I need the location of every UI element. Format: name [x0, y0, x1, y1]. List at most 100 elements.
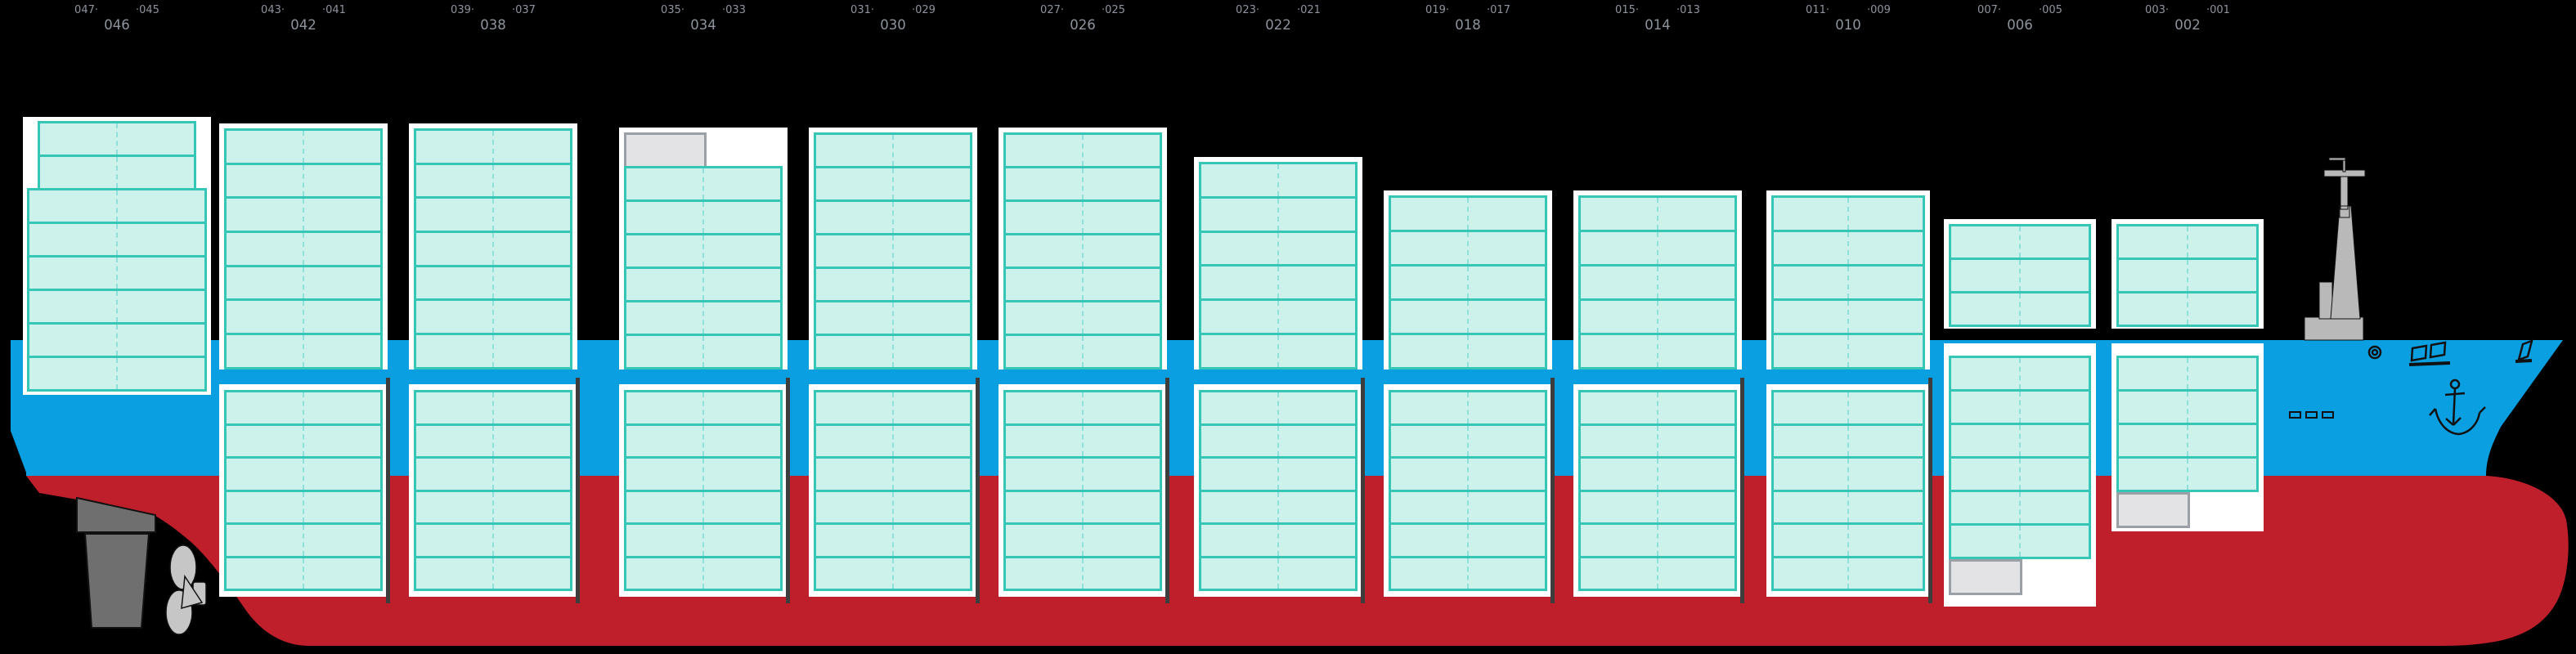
container-slot[interactable]	[1771, 423, 1925, 459]
container-slot[interactable]	[1389, 333, 1547, 370]
container-slot[interactable]	[624, 199, 783, 235]
container-slot[interactable]	[624, 166, 783, 202]
container-slot[interactable]	[1199, 332, 1358, 370]
container-slot[interactable]	[2116, 423, 2259, 459]
container-slot[interactable]	[1389, 230, 1547, 267]
container-slot[interactable]	[27, 222, 207, 258]
container-slot[interactable]	[1949, 258, 2091, 293]
container-slot[interactable]	[224, 423, 383, 459]
container-slot[interactable]	[224, 128, 383, 165]
container-slot[interactable]	[1578, 423, 1737, 459]
container-slot[interactable]	[1199, 390, 1358, 426]
container-slot[interactable]	[414, 423, 572, 459]
container-slot[interactable]	[814, 555, 972, 591]
container-slot[interactable]	[2116, 456, 2259, 492]
container-slot[interactable]	[1771, 456, 1925, 492]
container-slot[interactable]	[1949, 389, 2091, 425]
container-slot[interactable]	[1578, 456, 1737, 492]
container-slot[interactable]	[814, 267, 972, 302]
container-slot[interactable]	[814, 522, 972, 558]
container-slot[interactable]	[624, 555, 783, 591]
container-slot[interactable]	[1003, 489, 1162, 525]
container-slot[interactable]	[414, 264, 572, 302]
container-slot[interactable]	[414, 128, 572, 165]
container-slot[interactable]	[2116, 291, 2259, 327]
container-slot[interactable]	[1199, 298, 1358, 335]
container-slot[interactable]	[1949, 291, 2091, 327]
container-slot[interactable]	[27, 356, 207, 392]
container-slot[interactable]	[1949, 356, 2091, 392]
container-slot[interactable]	[1003, 233, 1162, 269]
container-slot[interactable]	[1199, 264, 1358, 302]
container-slot[interactable]	[224, 264, 383, 302]
container-slot[interactable]	[1003, 300, 1162, 336]
container-slot[interactable]	[1199, 489, 1358, 525]
container-slot[interactable]	[1578, 264, 1737, 301]
container-slot[interactable]	[224, 231, 383, 267]
container-slot[interactable]	[224, 196, 383, 234]
container-slot[interactable]	[1949, 423, 2091, 459]
container-slot[interactable]	[414, 196, 572, 234]
container-slot[interactable]	[414, 162, 572, 199]
container-slot[interactable]	[624, 300, 783, 336]
container-slot[interactable]	[1578, 555, 1737, 591]
container-slot[interactable]	[1578, 195, 1737, 232]
container-slot[interactable]	[1003, 390, 1162, 426]
container-slot[interactable]	[1771, 555, 1925, 591]
container-slot[interactable]	[1389, 522, 1547, 558]
container-slot-special[interactable]	[624, 132, 707, 168]
container-slot[interactable]	[624, 522, 783, 558]
container-slot[interactable]	[1003, 267, 1162, 302]
container-slot[interactable]	[1199, 522, 1358, 558]
container-slot[interactable]	[224, 162, 383, 199]
container-slot[interactable]	[1199, 423, 1358, 459]
container-slot[interactable]	[1389, 390, 1547, 426]
container-slot[interactable]	[624, 390, 783, 426]
container-slot[interactable]	[624, 267, 783, 302]
container-slot[interactable]	[1389, 195, 1547, 232]
container-slot[interactable]	[814, 334, 972, 370]
container-slot[interactable]	[1199, 230, 1358, 267]
container-slot[interactable]	[414, 333, 572, 370]
container-slot[interactable]	[1389, 489, 1547, 525]
container-slot[interactable]	[1199, 456, 1358, 492]
container-slot[interactable]	[1771, 333, 1925, 370]
container-slot[interactable]	[27, 289, 207, 325]
container-slot[interactable]	[814, 199, 972, 235]
container-slot[interactable]	[1771, 298, 1925, 335]
container-slot[interactable]	[2116, 258, 2259, 293]
container-slot[interactable]	[1003, 199, 1162, 235]
container-slot[interactable]	[1949, 224, 2091, 260]
container-slot[interactable]	[224, 555, 383, 591]
container-slot[interactable]	[224, 522, 383, 558]
container-slot[interactable]	[1949, 523, 2091, 559]
container-slot[interactable]	[1771, 230, 1925, 267]
container-slot[interactable]	[27, 188, 207, 224]
container-slot[interactable]	[814, 489, 972, 525]
container-slot[interactable]	[224, 489, 383, 525]
container-slot[interactable]	[1771, 489, 1925, 525]
container-slot[interactable]	[1578, 298, 1737, 335]
container-slot[interactable]	[814, 390, 972, 426]
container-slot[interactable]	[1003, 166, 1162, 202]
container-slot[interactable]	[814, 456, 972, 492]
container-slot[interactable]	[414, 390, 572, 426]
container-slot[interactable]	[814, 233, 972, 269]
container-slot[interactable]	[1003, 132, 1162, 168]
container-slot[interactable]	[224, 390, 383, 426]
container-slot[interactable]	[1771, 264, 1925, 301]
container-slot[interactable]	[224, 456, 383, 492]
container-slot[interactable]	[814, 423, 972, 459]
container-slot[interactable]	[814, 166, 972, 202]
container-slot[interactable]	[414, 298, 572, 336]
container-slot[interactable]	[1003, 522, 1162, 558]
container-slot[interactable]	[1389, 298, 1547, 335]
container-slot[interactable]	[414, 522, 572, 558]
container-slot[interactable]	[624, 423, 783, 459]
container-slot[interactable]	[1578, 230, 1737, 267]
container-slot[interactable]	[1578, 390, 1737, 426]
container-slot[interactable]	[224, 298, 383, 336]
container-slot[interactable]	[1771, 195, 1925, 232]
container-slot[interactable]	[414, 456, 572, 492]
container-slot[interactable]	[1949, 456, 2091, 492]
